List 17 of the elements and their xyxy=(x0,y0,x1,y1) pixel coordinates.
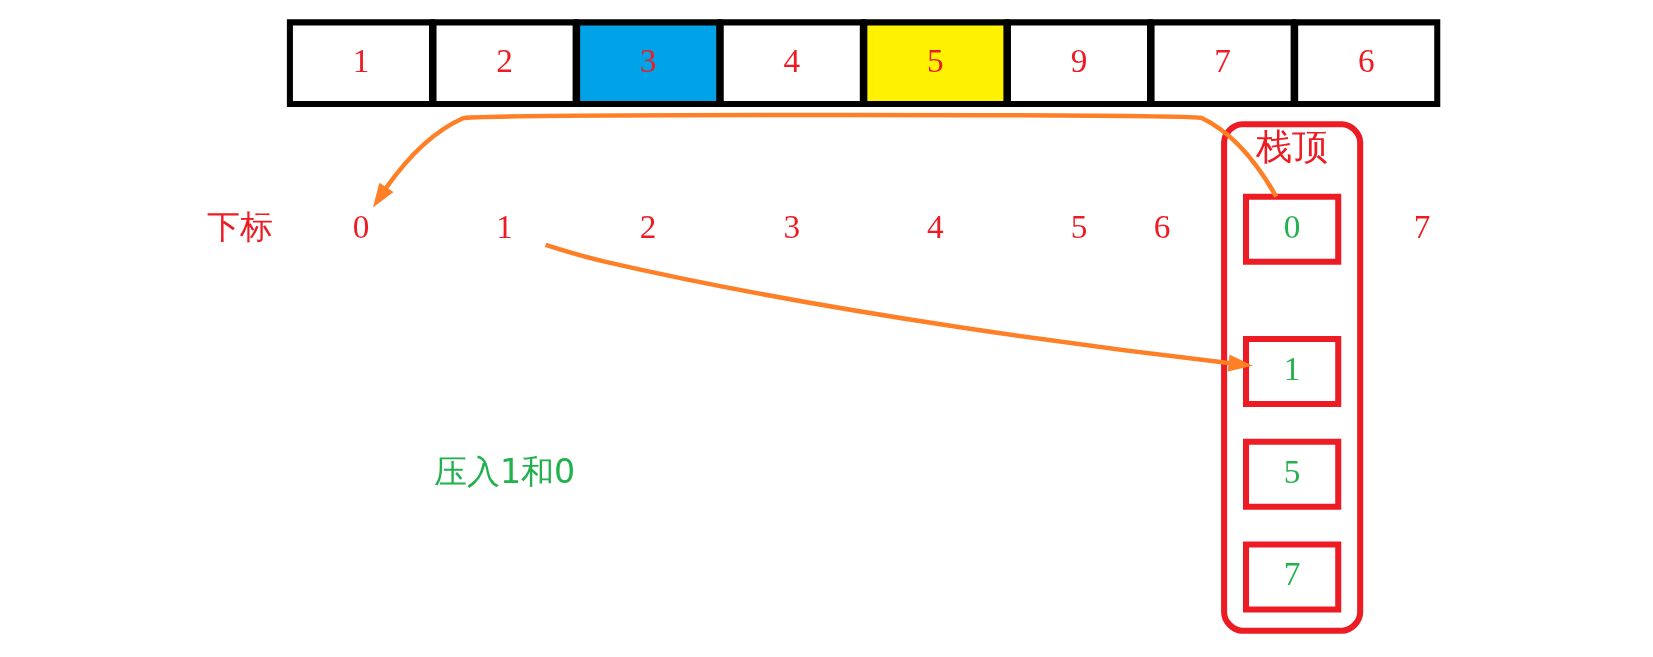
node-text: 1 xyxy=(495,207,513,245)
label: 6 xyxy=(1153,207,1170,245)
label: 压入1和0 xyxy=(433,451,575,491)
label: 4 xyxy=(926,207,944,245)
arrow xyxy=(372,112,1278,208)
label: 2 xyxy=(639,207,656,245)
node-box: 6 xyxy=(1291,19,1440,108)
label: 5 xyxy=(1070,207,1087,245)
node-box: 7 xyxy=(1242,541,1341,613)
node-box: 0 xyxy=(1242,193,1341,265)
label: 3 xyxy=(782,207,800,245)
label: 7 xyxy=(1413,207,1430,245)
arrow xyxy=(544,242,1253,372)
label: 下标 xyxy=(206,206,273,246)
node-box: 5 xyxy=(1242,438,1341,510)
node-box: 1 xyxy=(1242,335,1341,407)
node-text: 0 xyxy=(352,207,369,245)
